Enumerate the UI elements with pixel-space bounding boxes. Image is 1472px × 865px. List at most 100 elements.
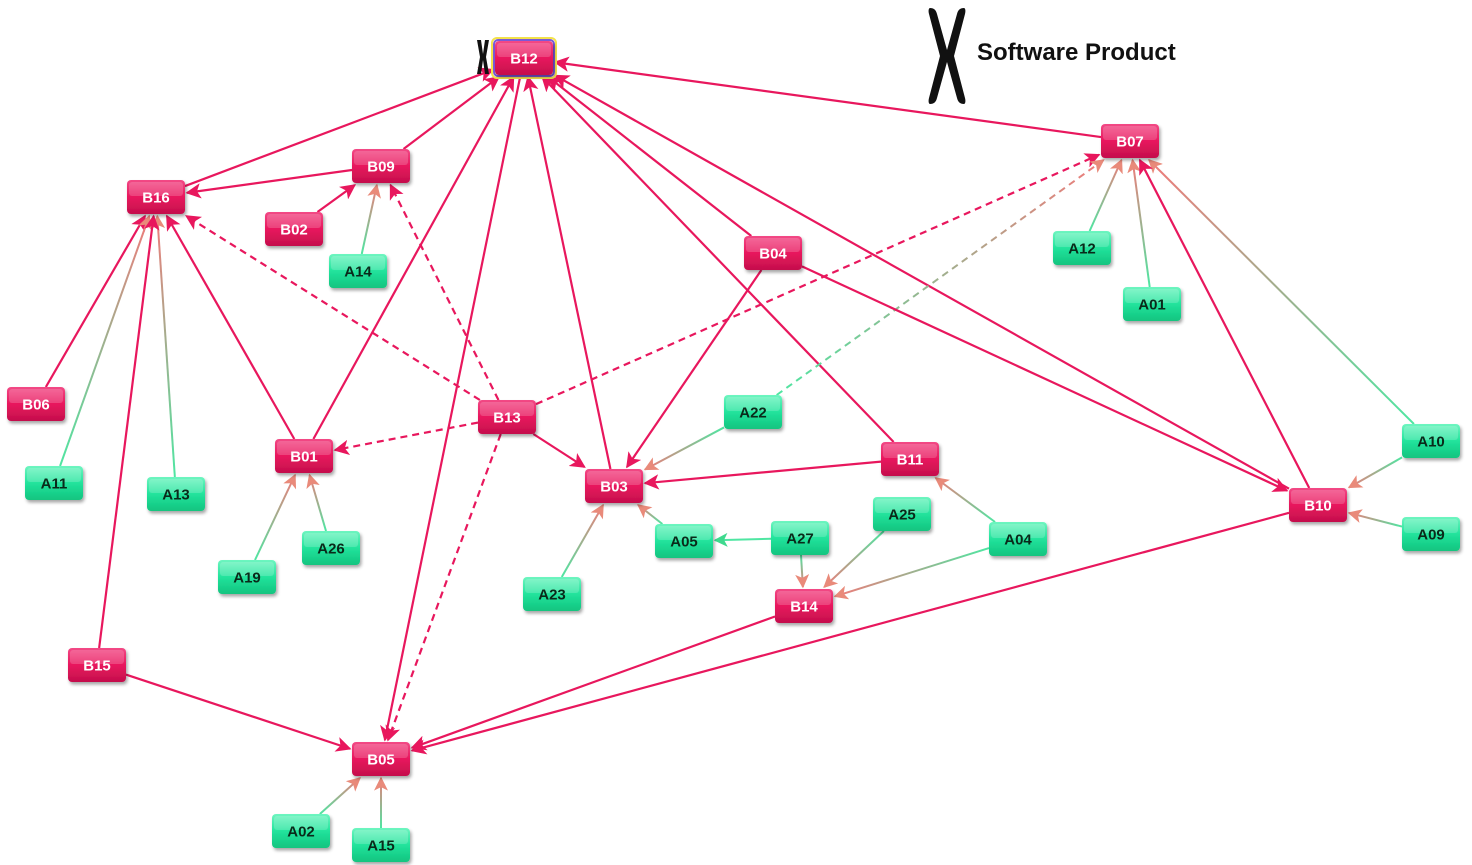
- node-a09[interactable]: A09: [1402, 517, 1460, 551]
- node-b16[interactable]: B16: [127, 180, 185, 214]
- node-a05[interactable]: A05: [655, 524, 713, 558]
- node-box: [302, 531, 360, 565]
- legend-label: Software Product: [977, 39, 1176, 66]
- edge-a23-to-b03: [560, 503, 604, 578]
- node-a22[interactable]: A22: [724, 395, 782, 429]
- node-b11[interactable]: B11: [881, 442, 939, 476]
- edge-b01-to-b16: [165, 214, 296, 440]
- edge-a02-to-b05: [319, 777, 361, 815]
- node-box: [275, 439, 333, 473]
- node-a10[interactable]: A10: [1402, 424, 1460, 458]
- node-label: A19: [233, 570, 261, 587]
- node-box: [1289, 488, 1347, 522]
- node-label: A13: [162, 487, 190, 504]
- edge-b10-to-b07: [1138, 158, 1311, 489]
- edge-b10-to-b05: [410, 511, 1290, 755]
- node-a15[interactable]: A15: [352, 828, 410, 862]
- node-label: B11: [897, 452, 924, 469]
- node-box: [25, 466, 83, 500]
- root-highlight: [491, 37, 557, 79]
- node-box: [1101, 124, 1159, 158]
- node-b09[interactable]: B09: [352, 149, 410, 183]
- node-b05[interactable]: B05: [352, 742, 410, 776]
- node-label: A26: [317, 541, 345, 558]
- edge-a10-to-b10: [1347, 456, 1403, 489]
- node-gloss: [1404, 426, 1458, 440]
- node-label: B12: [510, 51, 538, 68]
- edges-layer: [44, 56, 1415, 828]
- decor-layer: Software Product: [477, 8, 1176, 104]
- node-a12[interactable]: A12: [1053, 231, 1111, 265]
- chromosome-icon: [928, 8, 966, 104]
- edge-a04-to-b11: [934, 477, 996, 523]
- edge-a27-to-b14: [795, 554, 810, 589]
- node-b03[interactable]: B03: [585, 469, 643, 503]
- node-a13[interactable]: A13: [147, 477, 205, 511]
- node-a11[interactable]: A11: [25, 466, 83, 500]
- node-label: A14: [344, 264, 372, 281]
- node-gloss: [70, 650, 124, 664]
- edge-b09-to-b12: [402, 76, 501, 150]
- chromosome-icon: [477, 40, 489, 74]
- edge-b11-to-b12: [541, 75, 895, 443]
- edge-a13-to-b16: [151, 214, 176, 478]
- node-gloss: [304, 533, 358, 547]
- node-a23[interactable]: A23: [523, 577, 581, 611]
- node-b07[interactable]: B07: [1101, 124, 1159, 158]
- node-label: A27: [786, 531, 814, 548]
- node-a19[interactable]: A19: [218, 560, 276, 594]
- node-gloss: [354, 151, 408, 165]
- node-b06[interactable]: B06: [7, 387, 65, 421]
- edge-a27-to-a05: [713, 532, 772, 547]
- node-b10[interactable]: B10: [1289, 488, 1347, 522]
- node-box: [352, 742, 410, 776]
- node-box: [873, 497, 931, 531]
- root-outline: [493, 39, 555, 77]
- node-label: B14: [790, 599, 818, 616]
- node-gloss: [354, 744, 408, 758]
- node-gloss: [773, 523, 827, 537]
- edge-b10-to-b12: [553, 74, 1290, 490]
- node-b04[interactable]: B04: [744, 236, 802, 270]
- edge-b03-to-b12: [523, 75, 612, 470]
- node-b13[interactable]: B13: [478, 400, 536, 434]
- edge-a10-to-b07: [1148, 159, 1415, 425]
- node-box: [585, 469, 643, 503]
- node-b15[interactable]: B15: [68, 648, 126, 682]
- node-gloss: [331, 256, 385, 270]
- node-box: [744, 236, 802, 270]
- node-box: [1402, 517, 1460, 551]
- edge-b11-to-b03: [643, 460, 882, 490]
- node-b01[interactable]: B01: [275, 439, 333, 473]
- edge-b13-to-b07: [535, 153, 1101, 406]
- node-box: [265, 212, 323, 246]
- node-label: B02: [280, 222, 308, 239]
- node-gloss: [883, 444, 937, 458]
- node-gloss: [267, 214, 321, 228]
- node-gloss: [991, 524, 1045, 538]
- node-a25[interactable]: A25: [873, 497, 931, 531]
- node-label: A15: [367, 838, 395, 855]
- node-gloss: [1055, 233, 1109, 247]
- node-b14[interactable]: B14: [775, 589, 833, 623]
- node-a04[interactable]: A04: [989, 522, 1047, 556]
- node-a02[interactable]: A02: [272, 814, 330, 848]
- node-a27[interactable]: A27: [771, 521, 829, 555]
- node-a26[interactable]: A26: [302, 531, 360, 565]
- node-b12[interactable]: B12: [491, 37, 557, 79]
- node-gloss: [277, 441, 331, 455]
- node-gloss: [746, 238, 800, 252]
- node-gloss: [480, 402, 534, 416]
- node-a14[interactable]: A14: [329, 254, 387, 288]
- edge-b07-to-b12: [553, 56, 1102, 139]
- edge-a25-to-b14: [823, 530, 885, 588]
- node-box: [68, 648, 126, 682]
- edge-b04-to-b03: [626, 269, 763, 469]
- node-b02[interactable]: B02: [265, 212, 323, 246]
- node-label: A04: [1004, 532, 1032, 549]
- node-label: A23: [538, 587, 566, 604]
- edge-b13-to-b05: [385, 433, 502, 742]
- node-a01[interactable]: A01: [1123, 287, 1181, 321]
- node-box: [352, 828, 410, 862]
- edge-b13-to-b09: [389, 183, 500, 401]
